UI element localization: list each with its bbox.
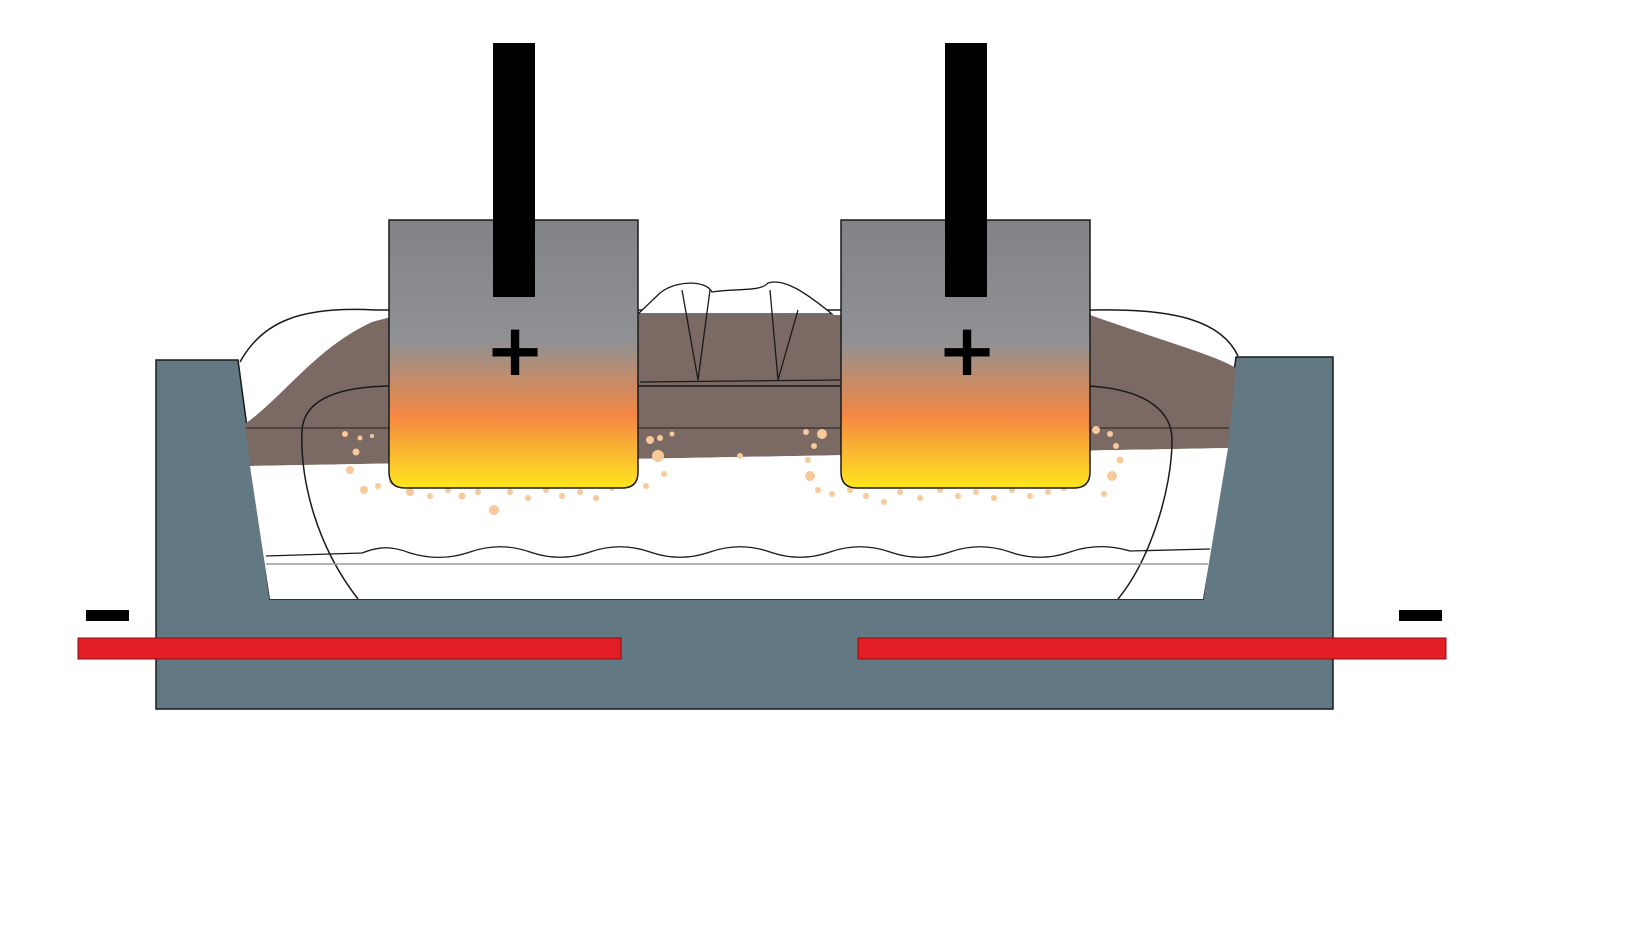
gas-bubble [897,489,903,495]
gas-bubble [559,493,565,499]
gas-bubble [737,453,743,459]
gas-bubble [342,431,348,437]
gas-bubble [475,489,481,495]
gas-bubble [406,488,414,496]
gas-bubble [1107,431,1113,437]
gas-bubble [577,489,583,495]
anode-right: + [840,43,1091,489]
metal-interface-wave [265,545,1211,559]
anode-right-sign: + [937,308,997,392]
anode-right-stem [945,43,987,297]
gas-bubble [803,429,809,435]
gas-bubble [360,486,368,494]
gas-bubble [817,429,827,439]
gas-bubble [669,431,675,437]
gas-bubble [1101,491,1107,497]
gas-bubble [370,434,374,438]
feeder-hole [636,281,834,315]
gas-bubble [973,489,979,495]
anode-left-block [388,219,639,489]
gas-bubble [489,505,499,515]
gas-bubble [458,492,466,500]
anode-right-block [840,219,1091,489]
gas-bubble [1107,471,1117,481]
collector-bar-right [857,637,1447,660]
anode-left-sign: + [485,308,545,392]
gas-bubble [652,450,664,462]
gas-bubble [357,435,363,441]
gas-bubble [881,499,887,505]
gas-bubble [811,443,817,449]
gas-bubble [829,491,835,497]
gas-bubble [507,489,513,495]
collector-bar-left [77,637,622,660]
gas-bubble [643,483,649,489]
gas-bubble [375,483,381,489]
gas-bubble [661,471,667,477]
anode-left: + [388,43,639,489]
gas-bubble [525,495,531,501]
gas-bubble [805,457,811,463]
gas-bubble [1113,443,1119,449]
gas-bubble [346,466,354,474]
gas-bubble [427,493,433,499]
gas-bubble [1092,426,1100,434]
gas-bubble [847,487,853,493]
feeder-wall-left [681,289,711,381]
gas-bubble [646,436,654,444]
crust-channel-line [639,379,841,383]
cathode-right-sign-mark [1399,610,1442,621]
gas-bubble [917,495,923,501]
gas-bubble [805,471,815,481]
gas-bubble [955,493,961,499]
gas-bubble [863,493,869,499]
gas-bubble [352,448,360,456]
gas-bubble [815,487,821,493]
gas-bubble [657,435,663,441]
anode-left-stem [493,43,535,297]
gas-bubble [1045,489,1051,495]
gas-bubble [991,495,997,501]
cathode-left-sign-mark [86,610,129,621]
gas-bubble [593,495,599,501]
gas-bubble [1116,456,1124,464]
gas-bubble [1027,493,1033,499]
